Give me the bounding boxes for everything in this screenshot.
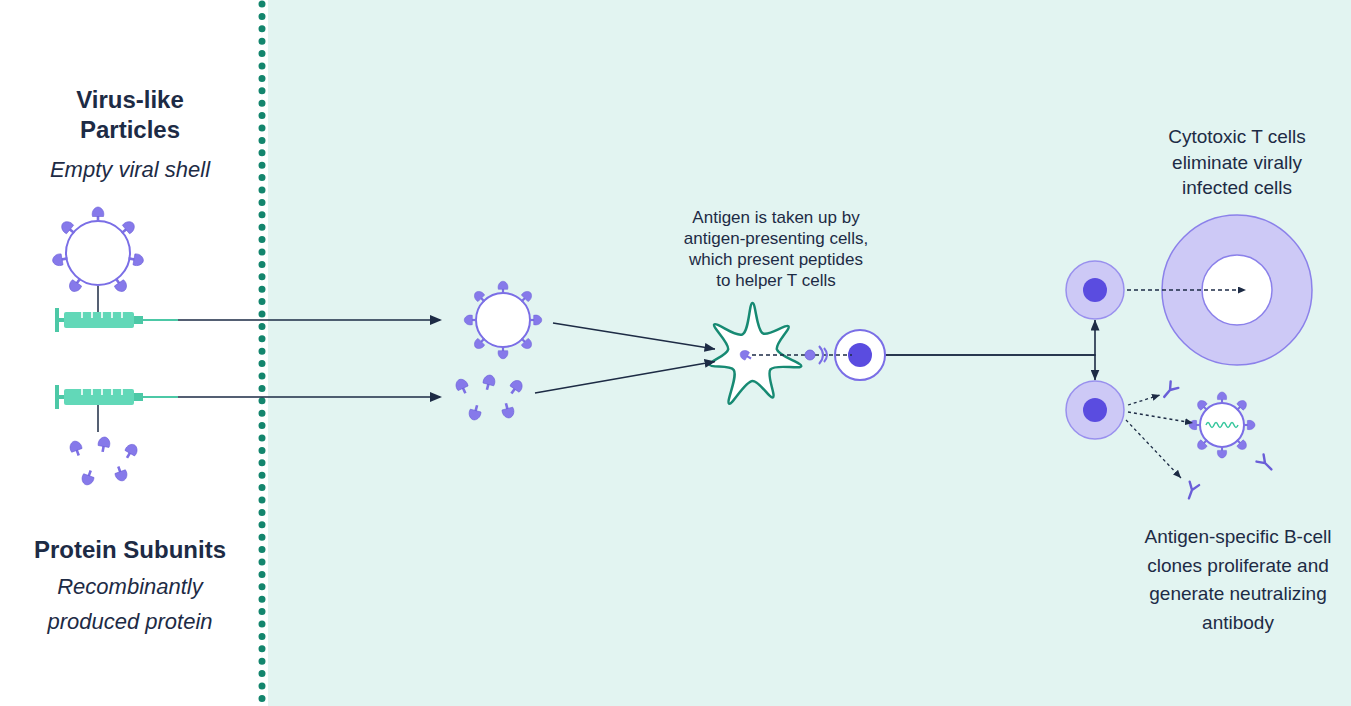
node-heading: Protein Subunits	[10, 535, 250, 565]
node-subtext: Empty viral shell	[20, 157, 240, 183]
t-cell-receptor	[824, 348, 827, 362]
spike-protein	[111, 275, 129, 294]
spike-protein	[1195, 398, 1210, 413]
spike-protein	[1234, 398, 1249, 413]
spike-protein	[1195, 437, 1210, 452]
antigen-fragment	[738, 348, 753, 362]
secretion-arrow	[1126, 420, 1181, 478]
syringe-plunger	[55, 308, 59, 332]
cell-shape	[1065, 380, 1125, 440]
syringe-needle	[143, 396, 178, 398]
protein-subunit	[500, 402, 515, 420]
spike-protein	[529, 315, 542, 325]
spike-protein	[92, 207, 104, 222]
cell-body	[1066, 261, 1124, 319]
syringe-icon	[55, 308, 178, 332]
spike-protein	[128, 253, 145, 267]
antibody	[1160, 381, 1178, 400]
spike-protein	[518, 289, 534, 305]
spike-protein	[472, 289, 488, 305]
protein-subunit	[68, 439, 84, 457]
protein-subunit	[97, 436, 111, 453]
spike-protein	[52, 253, 69, 267]
protein-subunit	[481, 374, 496, 392]
cytotoxic-t-cell: Cytotoxic T cells eliminate virally infe…	[1065, 260, 1125, 320]
kill-arrow	[1127, 289, 1246, 290]
t-cell-receptor	[819, 346, 823, 364]
cell-nucleus	[1083, 278, 1107, 302]
b-cell: Antigen-specific B-cell clones prolifera…	[1065, 380, 1125, 440]
flow-arrow	[178, 361, 715, 397]
node-heading: Cytotoxic T cells eliminate virally infe…	[1152, 124, 1322, 201]
syringe-needle	[143, 319, 178, 321]
protein-subunit	[122, 442, 140, 461]
dotted-divider	[259, 4, 266, 706]
spike-protein	[464, 315, 477, 325]
syringe-icon	[55, 385, 178, 409]
arrow-head	[430, 392, 442, 402]
syringe-ticks	[82, 312, 122, 318]
syringe-barrel	[64, 312, 134, 328]
spike-protein	[67, 275, 85, 294]
spike-protein	[1243, 420, 1255, 429]
spike-protein	[59, 219, 78, 238]
peptide-mhc	[805, 350, 815, 360]
icon-stick	[97, 286, 99, 312]
node-heading: Virus-like Particles	[50, 85, 210, 145]
protein-subunit	[80, 468, 96, 486]
node-heading: Antigen-specific B-cell clones prolifera…	[1131, 523, 1346, 637]
antibody	[1184, 482, 1199, 500]
syringe-barrel	[64, 389, 134, 405]
protein-subunit	[113, 464, 129, 482]
node-heading: Antigen is taken up by antigen-presentin…	[682, 207, 871, 291]
node-subtext: Recombinantly produced protein	[30, 569, 230, 639]
presentation-line	[752, 354, 852, 355]
antibody-shape	[1257, 455, 1275, 473]
vaccine-type-vlp: Virus-like ParticlesEmpty viral shell	[40, 80, 178, 355]
helper-t-cell	[835, 330, 885, 380]
syringe-ticks	[82, 389, 122, 395]
vaccine-type-subunit: Protein SubunitsRecombinantly produced p…	[40, 370, 178, 640]
spike-protein	[1189, 420, 1201, 429]
syringe-hub	[134, 393, 143, 401]
spike-protein	[498, 346, 508, 359]
spike-protein	[518, 335, 534, 351]
cell-shape	[1065, 260, 1125, 320]
antibody-shape	[1184, 482, 1199, 500]
flow-arrow	[178, 320, 715, 349]
syringe-rod	[59, 395, 64, 399]
protein-subunit	[454, 377, 471, 396]
antibody	[1257, 455, 1275, 473]
viral-genome	[1206, 423, 1238, 428]
icon-stick	[97, 405, 99, 432]
protein-subunit	[507, 378, 525, 397]
spike-protein	[498, 281, 508, 294]
spike-protein	[1234, 437, 1249, 452]
secretion-arrow	[1128, 412, 1193, 423]
spike-protein	[472, 335, 488, 351]
secretion-arrow	[1128, 395, 1160, 405]
dendritic-cell-outline	[710, 303, 802, 404]
syringe-hub	[134, 316, 143, 324]
syringe-rod	[59, 318, 64, 322]
protein-subunit	[468, 404, 483, 422]
arrow-head	[430, 315, 442, 325]
spike-protein	[118, 219, 137, 238]
cell-nucleus	[1083, 398, 1107, 422]
syringe-plunger	[55, 385, 59, 409]
cell-body	[1066, 381, 1124, 439]
antibody-shape	[1160, 381, 1178, 400]
vlp-shell	[66, 221, 130, 285]
spike-protein	[1217, 392, 1226, 404]
spike-protein	[1217, 446, 1226, 458]
mint-panel	[268, 0, 1351, 706]
